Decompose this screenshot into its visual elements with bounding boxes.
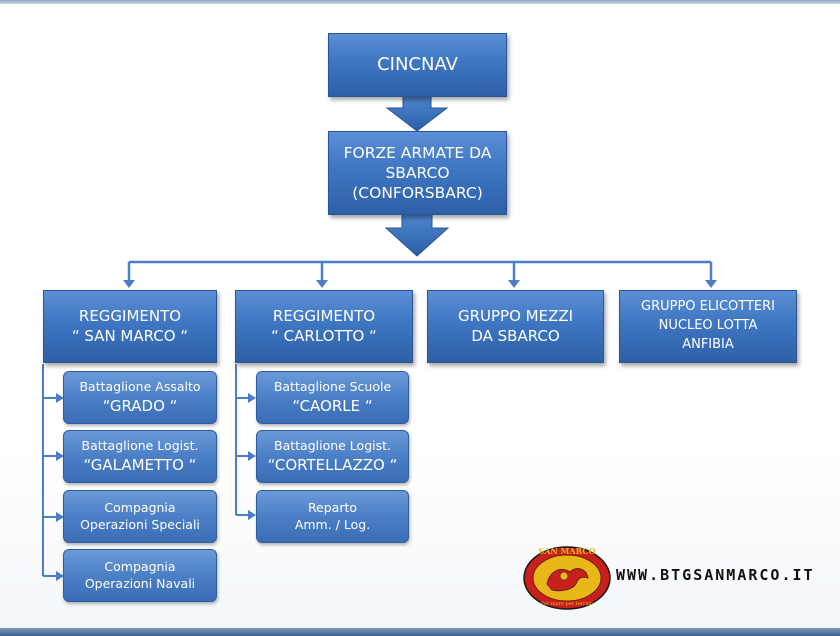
cincnav-box: CINCNAV	[328, 33, 507, 97]
unit-label-line: GRUPPO MEZZI	[457, 307, 574, 325]
subunit-line-2: “CORTELLAZZO “	[267, 455, 398, 474]
unit-box-san-marco: REGGIMENTO “ SAN MARCO “	[43, 290, 217, 363]
unit-label-line: ANFIBIA	[682, 336, 734, 352]
subunit-box-caorle: Battaglione Scuole “CAORLE “	[256, 371, 409, 424]
unit-label-line: NUCLEO LOTTA	[658, 318, 758, 334]
unit-label-line: DA SBARCO	[471, 326, 560, 345]
carlotto-bracket	[235, 364, 250, 516]
san-marco-bracket	[42, 364, 58, 577]
subunit-box-cortellazzo: Battaglione Logist. “CORTELLAZZO “	[256, 430, 409, 483]
subunit-box-operazioni-speciali: Compagnia Operazioni Speciali	[63, 490, 217, 543]
unit-label-line: REGGIMENTO	[272, 307, 376, 325]
subunit-line-2: Amm. / Log.	[294, 516, 371, 532]
san-marco-bracket-arrows	[56, 393, 64, 581]
subunit-box-reparto: Reparto Amm. / Log.	[256, 490, 409, 543]
subunit-box-galametto: Battaglione Logist. “GALAMETTO “	[63, 430, 217, 483]
command-line-1: FORZE ARMATE DA	[343, 143, 492, 162]
subunit-box-grado: Battaglione Assalto “GRADO “	[63, 371, 217, 424]
subunit-line-2: Operazioni Navali	[84, 575, 196, 591]
website-url: WWW.BTGSANMARCO.IT	[616, 566, 815, 584]
logo-badge-top: SAN MARCO	[538, 546, 595, 556]
unit-box-carlotto: REGGIMENTO “ CARLOTTO “	[235, 290, 413, 363]
window-top-border	[0, 0, 840, 4]
subunit-line-1: Compagnia	[104, 558, 176, 574]
unit-label-line: GRUPPO ELICOTTERI	[641, 299, 775, 315]
command-line-2: SBARCO	[385, 163, 450, 182]
command-line-3: (CONFORSBARC)	[352, 184, 483, 203]
window-bottom-border	[0, 628, 840, 636]
subunit-line-1: Battaglione Logist.	[81, 437, 199, 453]
subunit-line-1: Battaglione Scuole	[273, 378, 392, 394]
unit-box-gruppo-mezzi: GRUPPO MEZZI DA SBARCO	[427, 290, 604, 363]
san-marco-logo: SAN MARCO Per mare per terram	[523, 546, 611, 610]
unit-label-line: “ CARLOTTO “	[271, 326, 377, 345]
subunit-line-1: Reparto	[307, 499, 358, 515]
cincnav-label: CINCNAV	[377, 54, 458, 76]
unit-box-gruppo-elicotteri: GRUPPO ELICOTTERI NUCLEO LOTTA ANFIBIA	[619, 290, 797, 363]
arrow-cincnav-to-command	[385, 95, 449, 132]
arrow-command-to-units	[384, 213, 450, 257]
distribution-arrowheads	[123, 280, 717, 288]
subunit-line-2: Operazioni Speciali	[80, 516, 200, 532]
subunit-box-operazioni-navali: Compagnia Operazioni Navali	[63, 549, 217, 602]
logo-badge-bottom: Per mare per terram	[541, 601, 594, 607]
subunit-line-2: “CAORLE “	[292, 396, 373, 415]
subunit-line-2: “GALAMETTO “	[83, 455, 197, 474]
distribution-lines	[127, 260, 713, 283]
command-box: FORZE ARMATE DA SBARCO (CONFORSBARC)	[328, 131, 507, 215]
subunit-line-1: Compagnia	[104, 499, 176, 515]
subunit-line-2: “GRADO “	[102, 396, 178, 415]
carlotto-bracket-arrows	[248, 393, 256, 520]
unit-label-line: REGGIMENTO	[78, 307, 182, 325]
subunit-line-1: Battaglione Logist.	[274, 437, 391, 453]
subunit-line-1: Battaglione Assalto	[79, 378, 201, 394]
unit-label-line: “ SAN MARCO “	[71, 326, 189, 345]
